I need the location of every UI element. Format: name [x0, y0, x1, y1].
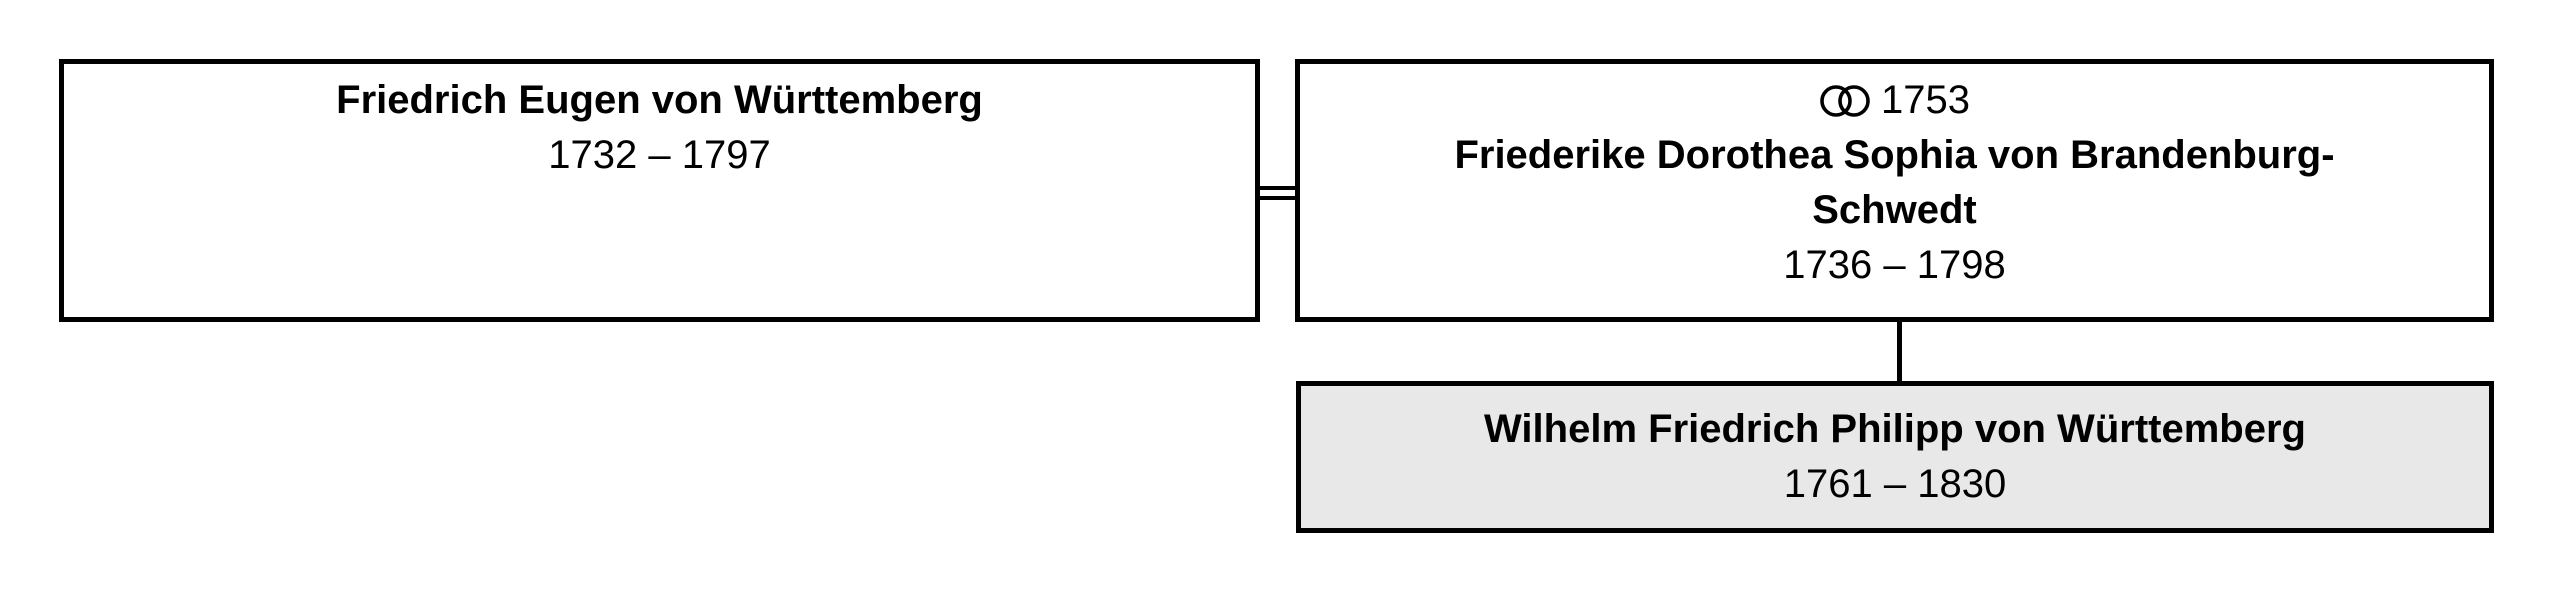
marriage-row: 1753: [1300, 73, 2489, 128]
person-name-text: Friedrich Eugen von Württemberg: [336, 78, 983, 122]
person-box-friederike-dorothea[interactable]: 1753 Friederike Dorothea Sophia von Bran…: [1295, 59, 2494, 322]
child-connector-line: [1897, 320, 1902, 381]
person-box-wilhelm-friedrich-philipp[interactable]: Wilhelm Friedrich Philipp von Württember…: [1296, 381, 2494, 533]
marriage-connector-line-top: [1256, 186, 1299, 190]
marriage-year: 1753: [1881, 78, 1970, 122]
person-box-friedrich-eugen[interactable]: Friedrich Eugen von Württemberg 1732 – 1…: [59, 59, 1260, 322]
person-name-text: Wilhelm Friedrich Philipp von Württember…: [1484, 407, 2306, 451]
person-name-line-1: Friederike Dorothea Sophia von Brandenbu…: [1454, 133, 2335, 177]
marriage-connector-line-bottom: [1256, 196, 1299, 200]
person-years: 1761 – 1830: [1783, 462, 2007, 506]
person-years: 1736 – 1798: [1783, 243, 2006, 287]
person-name: Friedrich Eugen von Württemberg: [64, 73, 1255, 128]
person-name: Friederike Dorothea Sophia von Brandenbu…: [1300, 128, 2489, 238]
marriage-rings-icon: [1820, 85, 1870, 117]
person-name-line-2: Schwedt: [1812, 188, 1977, 232]
person-years: 1732 – 1797: [548, 133, 771, 177]
person-name: Wilhelm Friedrich Philipp von Württember…: [1301, 402, 2489, 457]
